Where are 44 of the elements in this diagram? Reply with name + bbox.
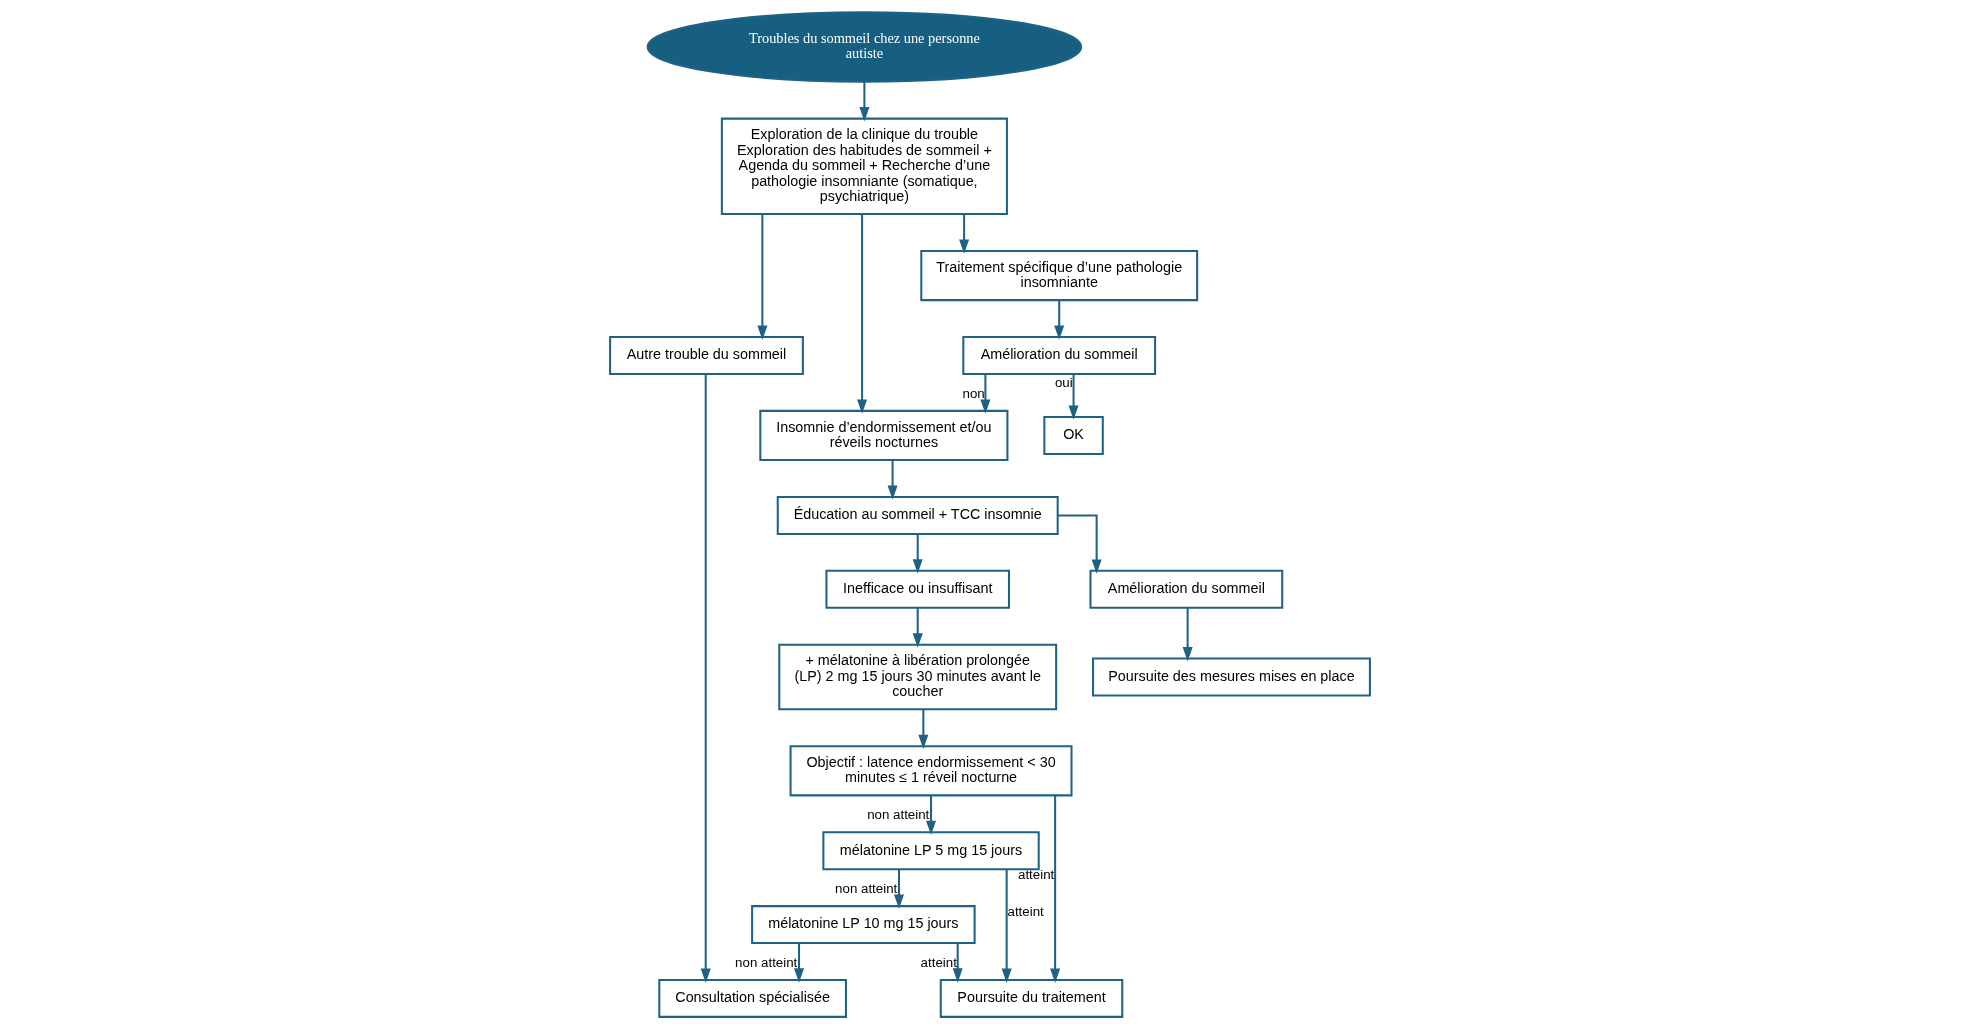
node-box: Objectif : latence endormissement < 30 minutes ≤ 1 réveil nocturne <box>789 745 1073 797</box>
node-box: Amélioration du sommeil <box>961 336 1156 375</box>
node-box: mélatonine LP 10 mg 15 jours <box>750 905 976 945</box>
node-box: Consultation spécialisée <box>657 978 847 1018</box>
arrow <box>917 709 928 750</box>
node-box: OK <box>1042 416 1104 455</box>
node-box: Éducation au sommeil + TCC insomnie <box>776 496 1059 535</box>
arrow <box>1049 795 1060 983</box>
edge-label: atteint <box>1007 903 1044 919</box>
arrow <box>1001 869 1012 983</box>
node-ellipse: Troubles du sommeil chez une personne autiste <box>646 11 1082 83</box>
node-box: Inefficace ou insuffisant <box>824 569 1010 609</box>
node-box: Traitement spécifique d’une pathologie insomniante <box>919 249 1198 302</box>
node-box: + mélatonine à libération prolongée (LP) 2 mg 15 jours 30 minutes avant le coucher <box>777 643 1057 711</box>
arrow <box>912 607 923 648</box>
edge-label: non atteint <box>866 807 929 823</box>
arrow <box>925 795 936 836</box>
node-box: Poursuite du traitement <box>939 978 1123 1018</box>
arrow <box>756 214 767 340</box>
arrow <box>1182 607 1193 662</box>
arrow <box>1057 514 1102 574</box>
node-box: mélatonine LP 5 mg 15 jours <box>821 831 1040 871</box>
edge-label: non atteint <box>834 881 897 897</box>
arrow <box>958 214 969 254</box>
arrow <box>856 214 867 414</box>
arrow <box>893 869 904 909</box>
arrow <box>979 374 990 414</box>
arrow <box>793 943 804 983</box>
node-box: Autre trouble du sommeil <box>608 336 804 375</box>
arrow <box>952 943 963 983</box>
arrow <box>1068 374 1079 420</box>
arrow <box>700 374 711 983</box>
node-box: Amélioration du sommeil <box>1088 569 1283 609</box>
node-box: Poursuite des mesures mises en place <box>1091 657 1371 697</box>
arrow <box>1053 300 1064 340</box>
edge-label: atteint <box>920 954 957 970</box>
arrow <box>858 81 869 122</box>
node-box: Exploration de la clinique du trouble Exploration des habitudes de sommeil + Agenda du sommeil + Recherche d’une pathologie insomniante (somatique, psychiatrique) <box>720 117 1008 216</box>
arrow <box>912 534 923 574</box>
edge-label: non atteint <box>734 954 797 970</box>
edge-label: oui <box>1054 374 1073 390</box>
node-box: Insomnie d’endormissement et/ou réveils nocturnes <box>758 409 1008 462</box>
arrow <box>887 460 898 500</box>
edge-label: non <box>961 385 985 401</box>
